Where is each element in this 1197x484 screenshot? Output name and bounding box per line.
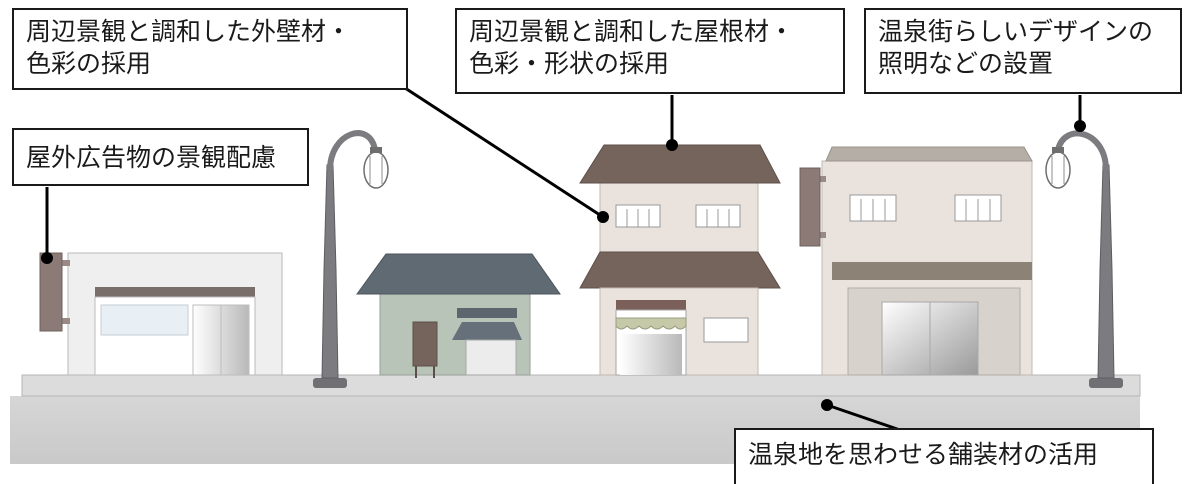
callout-lighting-line1: 温泉街らしいデザインの: [878, 17, 1154, 46]
callout-paving: 温泉地を思わせる舗装材の活用: [734, 428, 1154, 484]
callout-lighting: 温泉街らしいデザインの 照明などの設置: [864, 8, 1182, 94]
callout-wall-line1: 周辺景観と調和した外壁材・: [26, 17, 352, 46]
projecting-sign-icon: [39, 252, 70, 332]
building-green-house: [356, 253, 561, 378]
callout-wall-line2: 色彩の採用: [26, 49, 152, 78]
callout-wall: 周辺景観と調和した外壁材・ 色彩の採用: [12, 8, 408, 90]
callout-signage: 屋外広告物の景観配慮: [12, 128, 309, 186]
callout-roof-line1: 周辺景観と調和した屋根材・: [469, 17, 795, 46]
leader-wall: [404, 86, 604, 219]
building-corner-shop: [821, 146, 1033, 376]
callout-signage-line1: 屋外広告物の景観配慮: [26, 143, 277, 172]
leader-paving: [826, 403, 901, 432]
sidewalk: [21, 374, 1141, 397]
callout-roof: 周辺景観と調和した屋根材・ 色彩・形状の採用: [455, 8, 845, 94]
lantern-icon: [1045, 147, 1071, 189]
leader-dots: [41, 120, 1086, 411]
projecting-sign-icon: [799, 167, 826, 247]
street-lamp-icon: [313, 130, 389, 388]
callout-paving-line1: 温泉地を思わせる舗装材の活用: [748, 440, 1099, 469]
callout-lighting-line2: 照明などの設置: [878, 49, 1054, 78]
building-modern-shop: [67, 252, 283, 376]
street-lamp-icon: [1045, 130, 1123, 388]
callout-roof-line2: 色彩・形状の採用: [469, 49, 670, 78]
building-two-storey-house: [579, 144, 781, 376]
lantern-icon: [363, 147, 389, 189]
